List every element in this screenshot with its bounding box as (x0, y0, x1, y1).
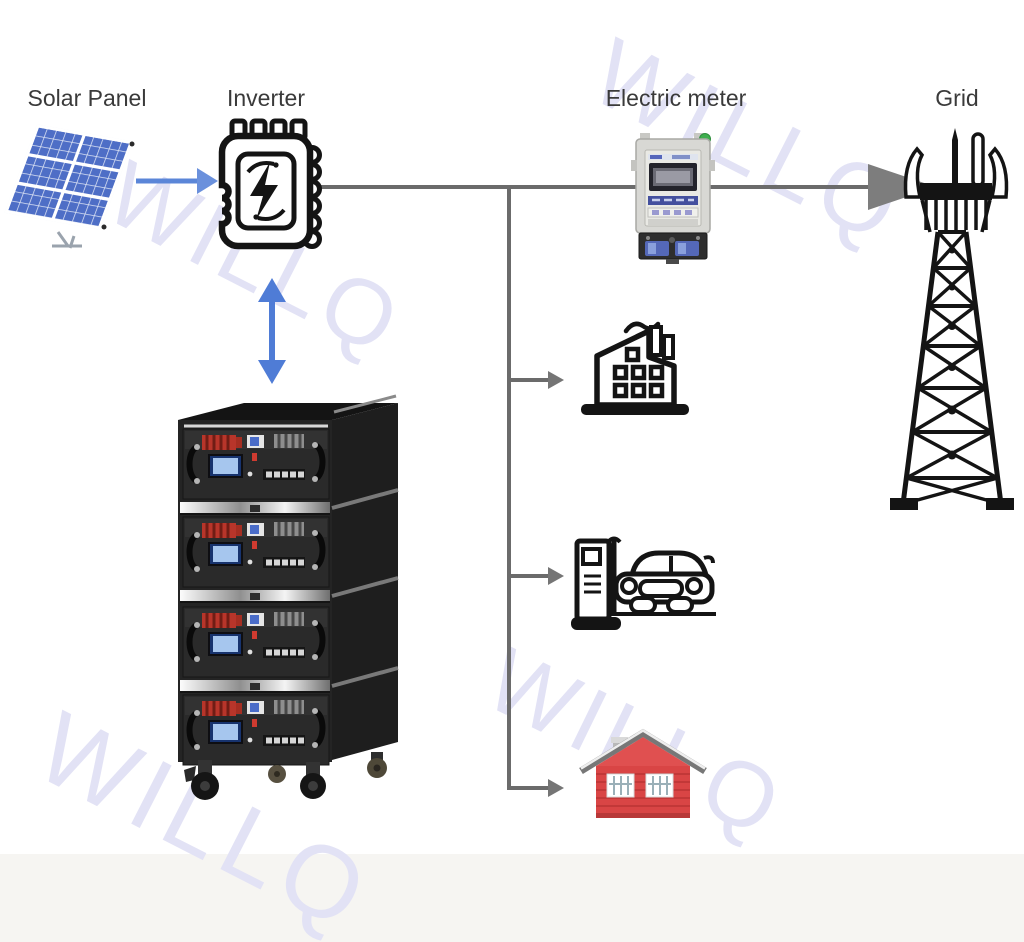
module-separator (179, 501, 331, 515)
antenna-mast-icon (952, 128, 958, 186)
battery-module (183, 607, 329, 677)
arrowheads (548, 164, 936, 797)
arrowhead-to-factory (548, 371, 564, 389)
house-window (606, 773, 635, 798)
factory-icon (581, 321, 689, 415)
dc-flow-arrows (136, 168, 286, 384)
house-icon (579, 728, 707, 818)
electric-meter-icon (631, 133, 715, 264)
battery-rack-icon (178, 394, 399, 800)
label-solar-panel: Solar Panel (28, 85, 147, 111)
label-grid: Grid (935, 85, 978, 111)
line-distribution-vertical (507, 187, 548, 790)
arrowhead-to-ev (548, 567, 564, 585)
lightning-bolt-icon (250, 162, 278, 220)
rack-top-panel (178, 403, 398, 420)
house-window (645, 773, 674, 798)
transmission-tower-icon (890, 128, 1014, 510)
battery-module (183, 429, 329, 499)
battery-module (183, 695, 329, 765)
watermark-text: WILLQ (575, 18, 921, 265)
background-band (0, 854, 1024, 942)
caster-wheels (184, 752, 387, 800)
label-inverter: Inverter (227, 85, 305, 111)
arrowhead-to-grid (868, 164, 936, 210)
distribution-lines (320, 185, 868, 790)
arrowhead-to-house (548, 779, 564, 797)
battery-module (183, 517, 329, 587)
arrowhead-solar-to-inverter (197, 168, 218, 194)
inverter-icon (218, 118, 322, 250)
module-separator (179, 679, 331, 693)
module-separator (179, 589, 331, 603)
double-arrow-inverter-battery (258, 278, 286, 384)
label-electric-meter: Electric meter (606, 85, 747, 111)
solar-panel-icon (4, 124, 135, 249)
ev-charging-icon (571, 536, 716, 630)
node-labels: Solar Panel Inverter Electric meter Grid (28, 85, 979, 111)
watermark-layer: WILLQ WILLQ WILLQ WILLQ (20, 18, 921, 942)
